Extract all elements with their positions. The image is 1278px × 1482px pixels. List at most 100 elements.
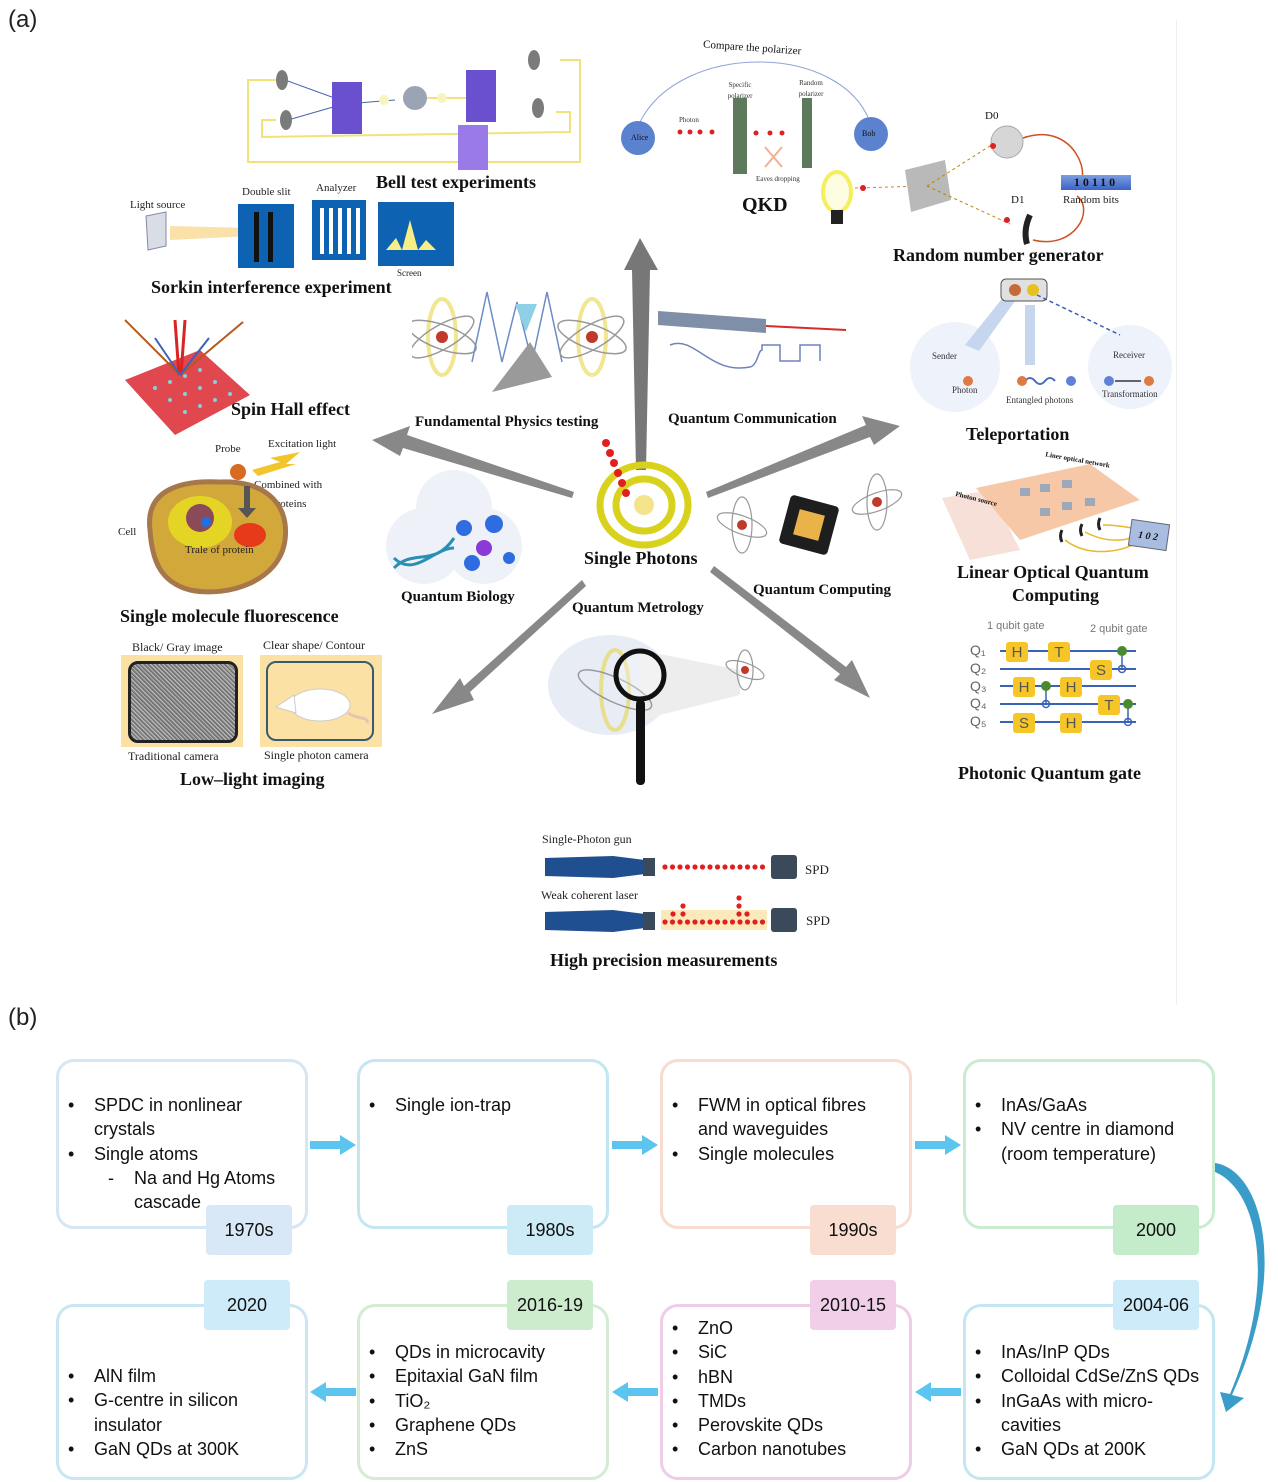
photon-dot [707, 864, 713, 870]
photon-dot [744, 864, 751, 870]
photon-dot [759, 919, 766, 925]
quantum-biology-graphic [386, 470, 522, 584]
photon-dot [684, 864, 691, 870]
timeline-arrow-left [310, 1382, 356, 1402]
photon-pair-container-icon [1000, 278, 1048, 302]
photon-dot [736, 903, 742, 909]
qubit-label: Q₄ [970, 695, 987, 712]
spin-hall-graphic [124, 319, 250, 435]
photon-dot [737, 864, 743, 870]
timeline-arrow-left [915, 1382, 961, 1402]
sorkin-graphic [145, 200, 454, 268]
teleportation-graphic [910, 278, 1172, 412]
photon-dot [744, 911, 750, 917]
excitation-label: Excitation light [268, 438, 337, 450]
double-slit-icon [238, 204, 294, 268]
timeline-item: InGaAs with micro- [975, 1389, 1199, 1414]
timeline-items: SPDC in nonlinearcrystalsSingle atomsNa … [68, 1093, 275, 1214]
specific-polarizer-icon [733, 98, 747, 174]
timeline-item: Single molecules [672, 1142, 866, 1167]
gate-box: S [1013, 713, 1035, 733]
bob-label: Bob [862, 129, 876, 138]
trale-label: Trale of protein [185, 544, 254, 556]
arrow-down-left [432, 580, 586, 714]
timeline-item: FWM in optical fibres [672, 1093, 866, 1118]
single-photon-camera-label: Single photon camera [264, 748, 369, 762]
control-dot [1041, 681, 1051, 691]
timeline-year-badge: 2000 [1113, 1205, 1199, 1255]
combined-label-1: Combined with [254, 479, 323, 491]
laser-icon [545, 910, 645, 932]
control-dot [1123, 699, 1133, 709]
arrow-left [372, 426, 574, 498]
qubit-label: Q₂ [970, 659, 987, 676]
timeline-item: Graphene QDs [369, 1413, 545, 1438]
transformation-label: Transformation [1102, 389, 1158, 399]
detector-d0-icon [990, 125, 1024, 159]
traditional-camera-frame [121, 655, 243, 747]
timeline-item: G-centre in silicon [68, 1388, 239, 1413]
atom-icon [851, 473, 903, 531]
random-polarizer-label: Random polarizer [798, 79, 824, 98]
label-quantum-computing: Quantum Computing [753, 582, 891, 598]
curved-arrow [1215, 1163, 1265, 1412]
timeline-arrow-right [310, 1135, 356, 1155]
timeline-year-badge: 1990s [810, 1205, 896, 1255]
timeline-item: NV centre in diamond [975, 1117, 1174, 1142]
gate-title: Photonic Quantum gate [958, 763, 1142, 783]
timeline-item: GaN QDs at 200K [975, 1437, 1199, 1462]
teleportation-title: Teleportation [966, 424, 1070, 444]
spd-label-2: SPD [806, 913, 830, 928]
random-bits-value: 10110 [1061, 175, 1131, 190]
entangled-photons-icon [1024, 377, 1056, 385]
timeline-item: ZnO [672, 1316, 846, 1341]
random-bits-label: Random bits [1063, 194, 1119, 206]
photon-dot [699, 864, 706, 870]
timeline-box [357, 1059, 609, 1229]
rng-title: Random number generator [893, 245, 1104, 265]
gate-box: S [1090, 660, 1112, 680]
label-quantum-metrology: Quantum Metrology [572, 600, 704, 616]
fiber-icon [658, 311, 766, 333]
rng-graphic [821, 125, 1085, 245]
arrow-up [624, 238, 658, 470]
arrow-right [706, 416, 900, 498]
timeline-item: cavities [1001, 1414, 1062, 1435]
traditional-camera-label: Traditional camera [128, 749, 219, 763]
photon-dot [677, 919, 683, 925]
atom-icon [716, 496, 768, 554]
spd-icon [771, 908, 797, 932]
qubit-label: Q₁ [970, 642, 986, 658]
photon-dot [736, 911, 742, 917]
panel-b-label: (b) [8, 1004, 38, 1031]
label-quantum-communication: Quantum Communication [668, 411, 837, 427]
timeline-items: QDs in microcavityEpitaxial GaN filmTiO₂… [369, 1340, 545, 1462]
timeline-box [963, 1059, 1215, 1229]
timeline-items: InAs/InP QDsColloidal CdSe/ZnS QDsInGaAs… [975, 1340, 1199, 1462]
clear-shape-label: Clear shape/ Contour [263, 638, 365, 652]
arrow-down-right [710, 566, 870, 698]
qubit-label: Q₅ [970, 713, 987, 730]
label-quantum-biology: Quantum Biology [401, 589, 515, 605]
photon-dot [729, 864, 736, 870]
timeline-item: InAs/GaAs [975, 1093, 1174, 1118]
random-polarizer-icon [802, 98, 812, 168]
panel-a-label: (a) [8, 6, 38, 33]
timeline-item: AlN film [68, 1364, 239, 1389]
dna-icon [392, 537, 456, 570]
photon-dot [692, 864, 698, 870]
timeline-year-badge: 2004-06 [1113, 1280, 1199, 1330]
timeline-item: SPDC in nonlinear [68, 1093, 275, 1118]
atom-icon [412, 297, 477, 377]
timeline-items: ZnOSiChBNTMDsPerovskite QDsCarbon nanotu… [672, 1316, 846, 1462]
timeline-item: Na and Hg Atoms [68, 1166, 275, 1191]
qkd-title: QKD [742, 194, 788, 216]
timeline-item: Perovskite QDs [672, 1413, 846, 1438]
panel-a-border [1176, 20, 1177, 1005]
photon-dot [752, 864, 758, 870]
sender-label: Sender [932, 351, 957, 361]
photon-dot [722, 864, 728, 870]
weak-laser-label: Weak coherent laser [541, 888, 638, 902]
timeline-item: (room temperature) [1001, 1143, 1157, 1164]
photon-dot [692, 919, 698, 925]
